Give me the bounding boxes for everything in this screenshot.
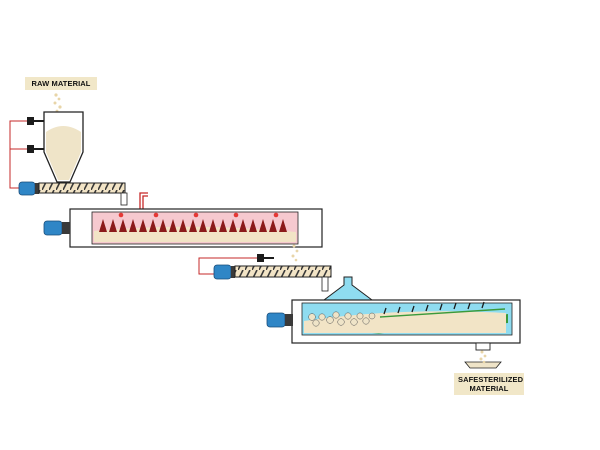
cooling-chamber	[291, 299, 521, 344]
cooling-product-clusters	[308, 311, 376, 327]
motor-icon	[266, 312, 293, 328]
motor-icon	[18, 181, 39, 196]
heating-flights	[99, 219, 287, 232]
transfer-sensor-line	[198, 257, 257, 275]
motor-icon	[43, 220, 70, 236]
screw-conveyor-icon	[38, 182, 128, 206]
screw-conveyor-icon	[234, 265, 332, 292]
raw-material-text: RAW MATERIAL	[31, 79, 91, 88]
cooling-flights	[383, 301, 485, 315]
raw-material-label: RAW MATERIAL	[25, 77, 97, 90]
steam-pipe	[139, 192, 148, 213]
output-label-line2: MATERIAL	[469, 384, 509, 393]
motor-icon	[213, 264, 235, 280]
valve-icon	[257, 254, 274, 262]
output-material-label: SAFESTERILIZED MATERIAL	[454, 373, 524, 395]
steam-nozzles	[118, 212, 279, 218]
cooling-hood	[322, 276, 374, 301]
level-sensor-lines	[9, 120, 30, 189]
output-particles	[479, 350, 487, 364]
heated-product-particles	[291, 244, 299, 262]
hopper-icon	[43, 111, 84, 183]
valve-icon	[27, 117, 44, 153]
output-label-line1: SAFESTERILIZED	[458, 375, 524, 384]
output-hopper	[464, 342, 502, 369]
